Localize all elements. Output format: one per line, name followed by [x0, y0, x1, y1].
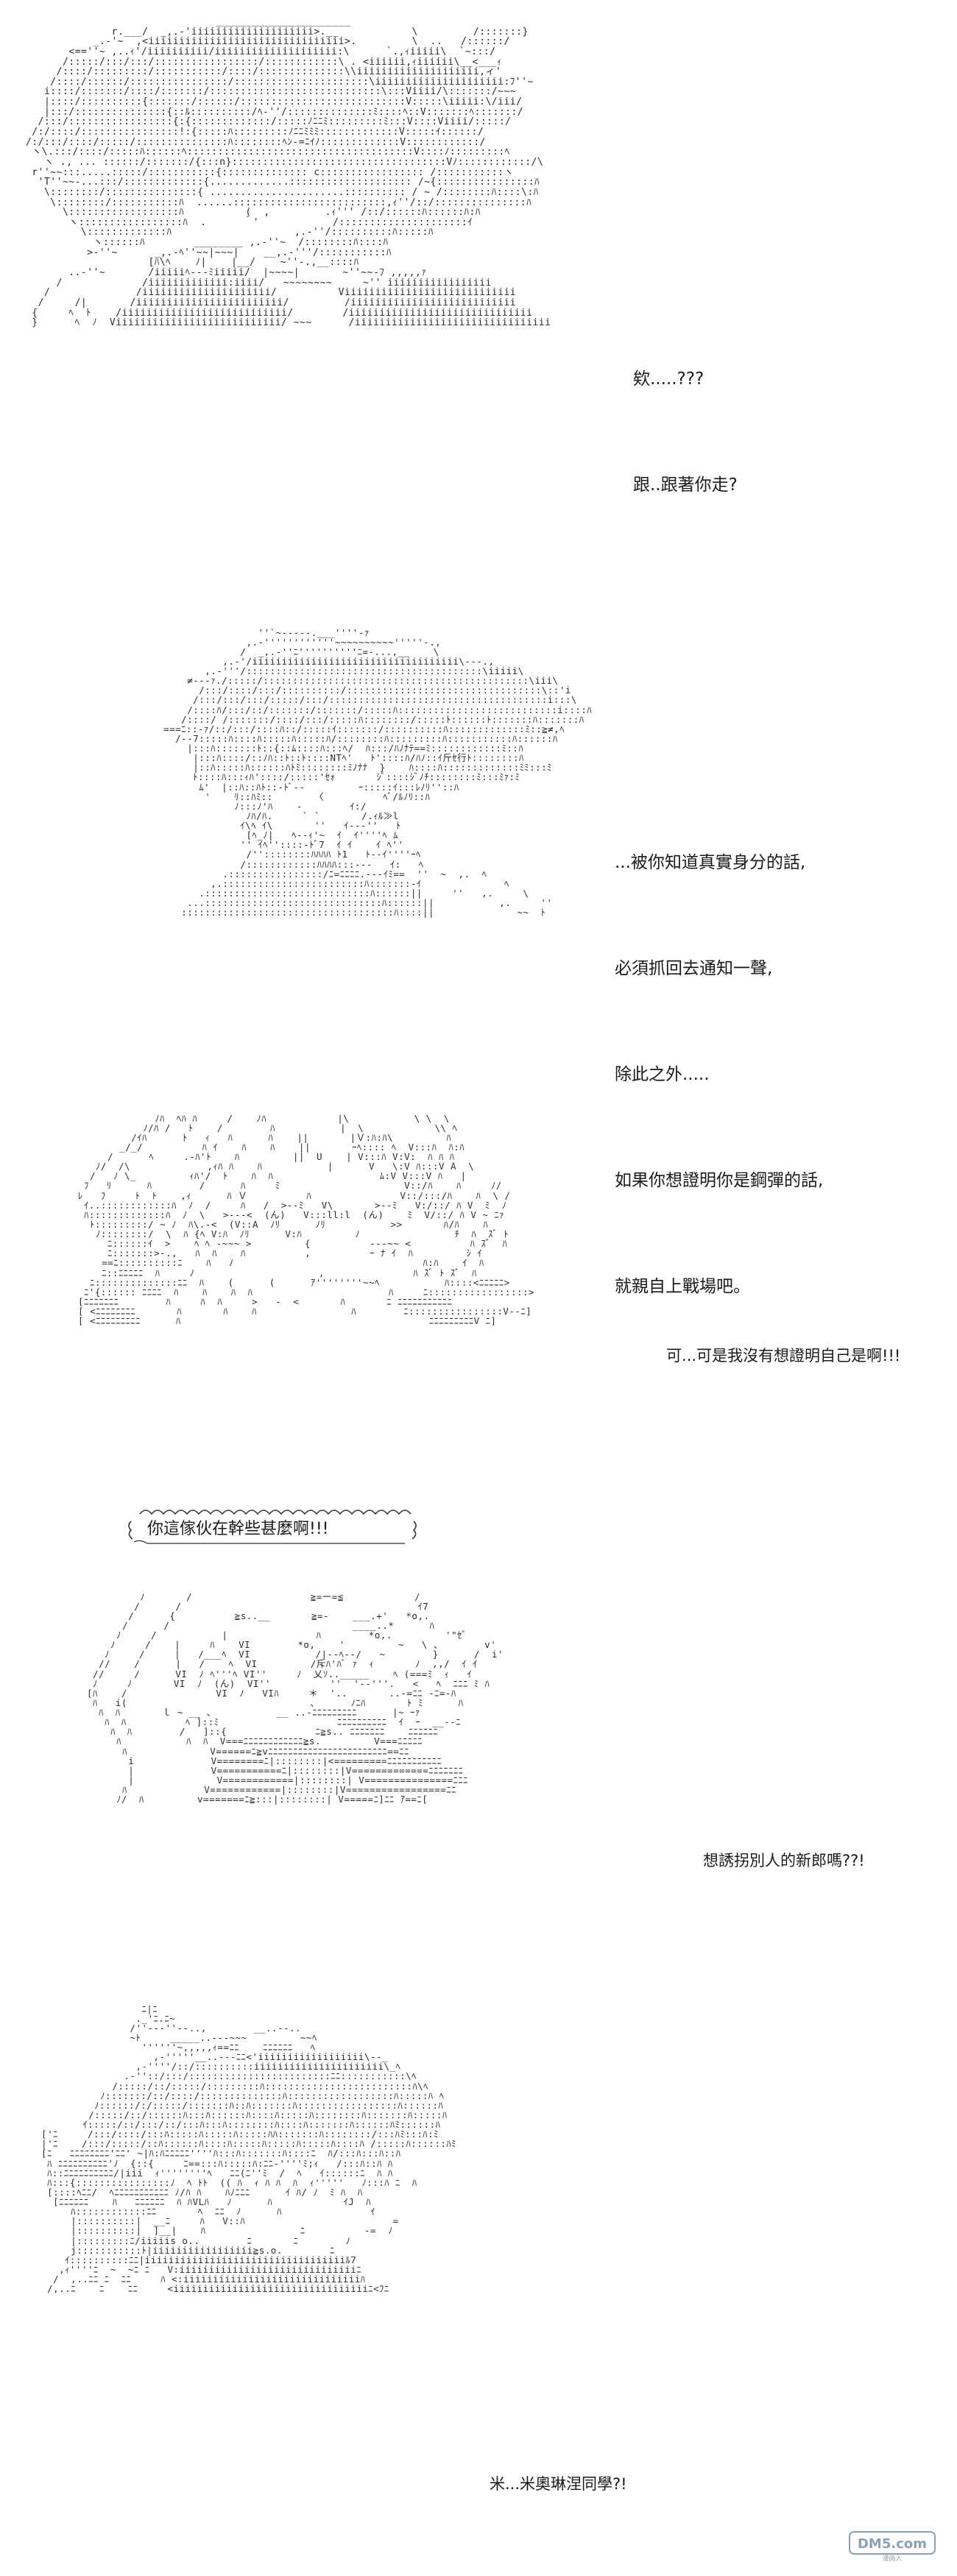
spiky-bubble-outline — [128, 1510, 417, 1544]
dialogue-line: 米...米奧琳涅同學?! — [490, 2475, 627, 2493]
dialogue-line: 可...可是我沒有想證明自己是啊!!! — [666, 1347, 901, 1365]
dialogue-panel-4: 想誘拐別人的新郎嗎??! — [703, 1772, 865, 1949]
panel-3: ﾉﾊ ﾍﾊ ﾊ / ﾉﾊ |\ \ \ \ ﾉ/ﾊ / ﾄ / ﾊ | \ \\… — [0, 1097, 957, 1501]
dialogue-line: 想誘拐別人的新郎嗎??! — [703, 1852, 865, 1869]
dialogue-line: 欸.....??? — [633, 369, 704, 389]
ascii-art-character-3: ﾉﾊ ﾍﾊ ﾊ / ﾉﾊ |\ \ \ \ ﾉ/ﾊ / ﾄ / ﾊ | \ \\… — [78, 1112, 535, 1327]
dialogue-panel-1: 欸.....??? 跟..跟著你走? — [633, 291, 738, 573]
panel-5: ﾆ|ﾆ ._'ﾆ.ﾆ~ /''---''--.., __..--.. ~ﾄ __… — [0, 1987, 957, 2576]
shout-text: 你這傢伙在幹些甚麼啊!!! — [147, 1520, 329, 1538]
ascii-art-character-2: ''`~-----.___''''-ｧ ,.-''''''''''''~~~~~… — [163, 626, 593, 919]
dialogue-line: 必須抓回去通知一聲, — [615, 959, 773, 978]
watermark-icon: DM5.com 漫画人 — [849, 2531, 936, 2563]
dialogue-panel-5: 米...米奧琳涅同學?! — [490, 2396, 627, 2572]
dialogue-line: 如果你想證明你是鋼彈的話, — [615, 1171, 824, 1190]
shout-speech-bubble: 你這傢伙在幹些甚麼啊!!! — [125, 1505, 420, 1546]
dialogue-line: 跟..跟著你走? — [633, 475, 738, 495]
watermark-logo-text: DM5.com — [858, 2536, 927, 2552]
dialogue-panel-2: ...被你知道真實身分的話, 必須抓回去通知一聲, 除此之外..... 如果你想… — [615, 774, 823, 1375]
site-watermark-logo: DM5.com 漫画人 — [848, 2527, 936, 2563]
dialogue-line: 就親自上戰場吧。 — [615, 1277, 750, 1296]
ascii-art-character-5: ﾆ|ﾆ ._'ﾆ.ﾆ~ /''---''--.., __..--.. ~ﾄ __… — [41, 2003, 456, 2295]
panel-1: ______________________ r.___/ _,.-'iiiii… — [0, 0, 957, 604]
dialogue-panel-3: 可...可是我沒有想證明自己是啊!!! — [666, 1267, 900, 1444]
ascii-art-character-1: ______________________ r.___/ _,.-'iiiii… — [25, 16, 551, 329]
watermark-subtext: 漫画人 — [882, 2554, 902, 2563]
dialogue-line: 除此之外..... — [615, 1065, 710, 1084]
panel-4: ﾉ / ≧=ー=≦ / / / ｲ7 / { ≧s..__ ≧=- ___.+'… — [0, 1501, 957, 1980]
panel-2: ''`~-----.___''''-ｧ ,.-''''''''''''~~~~~… — [0, 611, 957, 1296]
ascii-art-character-4: ﾉ / ≧=ー=≦ / / / ｲ7 / { ≧s..__ ≧=- ___.+'… — [87, 1590, 504, 1805]
dialogue-line: ...被你知道真實身分的話, — [615, 853, 806, 872]
